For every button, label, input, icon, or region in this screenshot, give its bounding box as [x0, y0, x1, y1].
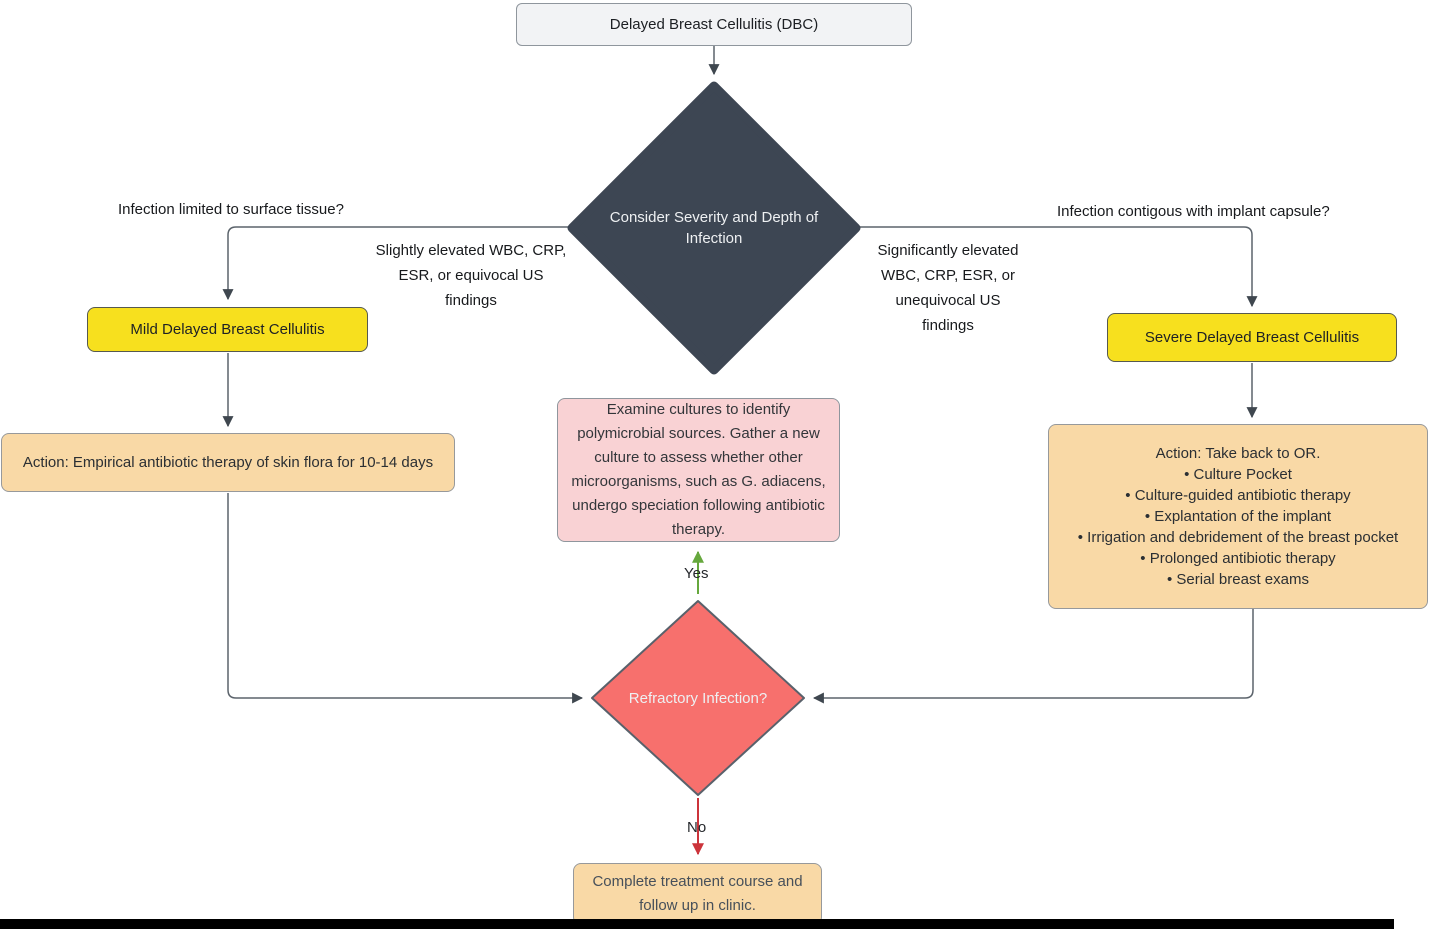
bottom-black-bar — [0, 919, 1394, 929]
connector-mild-action-to-refractory — [227, 493, 584, 704]
edge-label-no: No — [687, 819, 707, 836]
severity-diamond-shape — [567, 81, 861, 375]
culture-note-node: Examine cultures to identify polymicrobi… — [557, 398, 840, 542]
connector-severity-to-severe — [860, 226, 1258, 308]
mild-action-label: Action: Empirical antibiotic therapy of … — [22, 453, 434, 471]
mild-action-node: Action: Empirical antibiotic therapy of … — [1, 433, 455, 492]
severe-node-label: Severe Delayed Breast Cellulitis — [1144, 328, 1360, 346]
edge-label-yes: Yes — [684, 565, 709, 582]
refractory-decision-label: Refractory Infection? — [628, 689, 768, 707]
start-node-label: Delayed Breast Cellulitis (DBC) — [609, 15, 819, 33]
complete-node-label: Complete treatment course and follow up … — [592, 873, 803, 914]
connector-severity-to-mild — [222, 226, 568, 301]
refractory-diamond-shape — [591, 600, 805, 796]
severity-decision-label: Consider Severity and Depth of Infection — [609, 209, 819, 247]
severe-node: Severe Delayed Breast Cellulitis — [1107, 313, 1397, 362]
edge-label-severe-criteria: Significantly elevated WBC, CRP, ESR, or… — [877, 242, 1019, 334]
mild-node: Mild Delayed Breast Cellulitis — [87, 307, 368, 352]
culture-note-label: Examine cultures to identify polymicrobi… — [571, 401, 826, 538]
severe-action-list: Action: Take back to OR. • Culture Pocke… — [1077, 445, 1399, 588]
severe-action-node: Action: Take back to OR. • Culture Pocke… — [1048, 424, 1428, 609]
edge-label-mild-criteria: Slightly elevated WBC, CRP, ESR, or equi… — [375, 242, 567, 309]
connector-severe-action-to-refractory — [812, 609, 1254, 704]
edge-label-surface-question: Infection limited to surface tissue? — [118, 201, 344, 218]
edge-label-capsule-question: Infection contigous with implant capsule… — [1057, 203, 1330, 220]
complete-node: Complete treatment course and follow up … — [573, 863, 822, 925]
start-node: Delayed Breast Cellulitis (DBC) — [516, 3, 912, 46]
mild-node-label: Mild Delayed Breast Cellulitis — [130, 320, 325, 338]
